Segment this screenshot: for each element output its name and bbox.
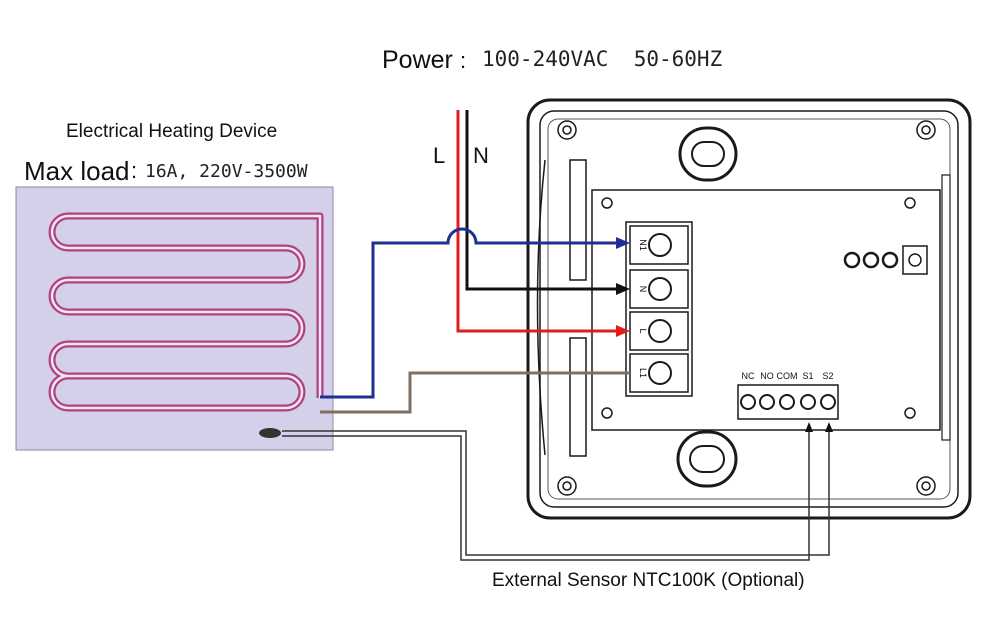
power-header: Power : 100-240VAC 50-60HZ <box>382 46 722 74</box>
power-value: 100-240VAC 50-60HZ <box>482 47 722 71</box>
relay-label-com: COM <box>777 371 798 381</box>
max-load-line: Max load : 16A, 220V-3500W <box>24 156 308 186</box>
circuit-board <box>591 189 941 431</box>
relay-label-s1: S1 <box>802 371 813 381</box>
sensor-probe <box>259 428 281 438</box>
relay-label-nc: NC <box>742 371 755 381</box>
relay-terminal-block: NC NO COM S1 S2 <box>737 371 839 420</box>
terminal-n1: N1 <box>629 225 689 265</box>
neutral-label: N <box>473 143 489 168</box>
sensor-label: External Sensor NTC100K (Optional) <box>492 570 805 591</box>
sensor-arrow-s2 <box>825 422 833 432</box>
live-label: L <box>433 143 445 168</box>
live-wire-arrow <box>616 325 630 337</box>
relay-label-no: NO <box>760 371 774 381</box>
load-return-wire <box>320 371 630 414</box>
power-label: Power <box>382 46 453 74</box>
heating-coil-core <box>50 214 322 410</box>
heating-pad <box>15 186 334 451</box>
heating-device-title: Electrical Heating Device <box>66 121 277 142</box>
oval-slot-top <box>678 126 738 182</box>
neutral-wire-arrow <box>616 283 630 295</box>
mounting-holes <box>557 120 936 496</box>
terminal-n: N <box>629 269 689 309</box>
max-load-label: Max load <box>24 156 130 186</box>
terminal-l-label: L <box>638 328 648 333</box>
sensor-arrow-s1 <box>805 422 813 432</box>
thermostat-outer-frame <box>526 98 972 520</box>
load-wire <box>320 227 618 399</box>
relay-label-s2: S2 <box>822 371 833 381</box>
load-wire-arrow <box>616 237 630 249</box>
power-separator: : <box>460 48 466 73</box>
oval-slot-bottom <box>676 430 738 488</box>
relay-terminal-screws <box>740 394 836 410</box>
main-terminal-block: N1 N L L1 <box>625 221 693 397</box>
max-load-separator: : <box>131 158 137 183</box>
terminal-n-label: N <box>638 286 648 293</box>
sensor-cable <box>282 430 830 561</box>
live-wire <box>456 110 618 333</box>
left-slot-bottom <box>569 337 587 457</box>
thermostat-inner-frame <box>539 110 959 508</box>
right-rail <box>941 174 951 441</box>
terminal-n1-label: N1 <box>638 239 648 251</box>
terminal-l: L <box>629 311 689 351</box>
thermostat-body <box>526 98 972 520</box>
max-load-value: 16A, 220V-3500W <box>145 161 308 182</box>
terminal-l1: L1 <box>629 353 689 393</box>
left-rail <box>536 159 546 456</box>
board-components <box>843 245 928 275</box>
terminal-l1-label: L1 <box>638 368 648 378</box>
neutral-wire <box>465 110 618 291</box>
left-slot-top <box>569 159 587 281</box>
